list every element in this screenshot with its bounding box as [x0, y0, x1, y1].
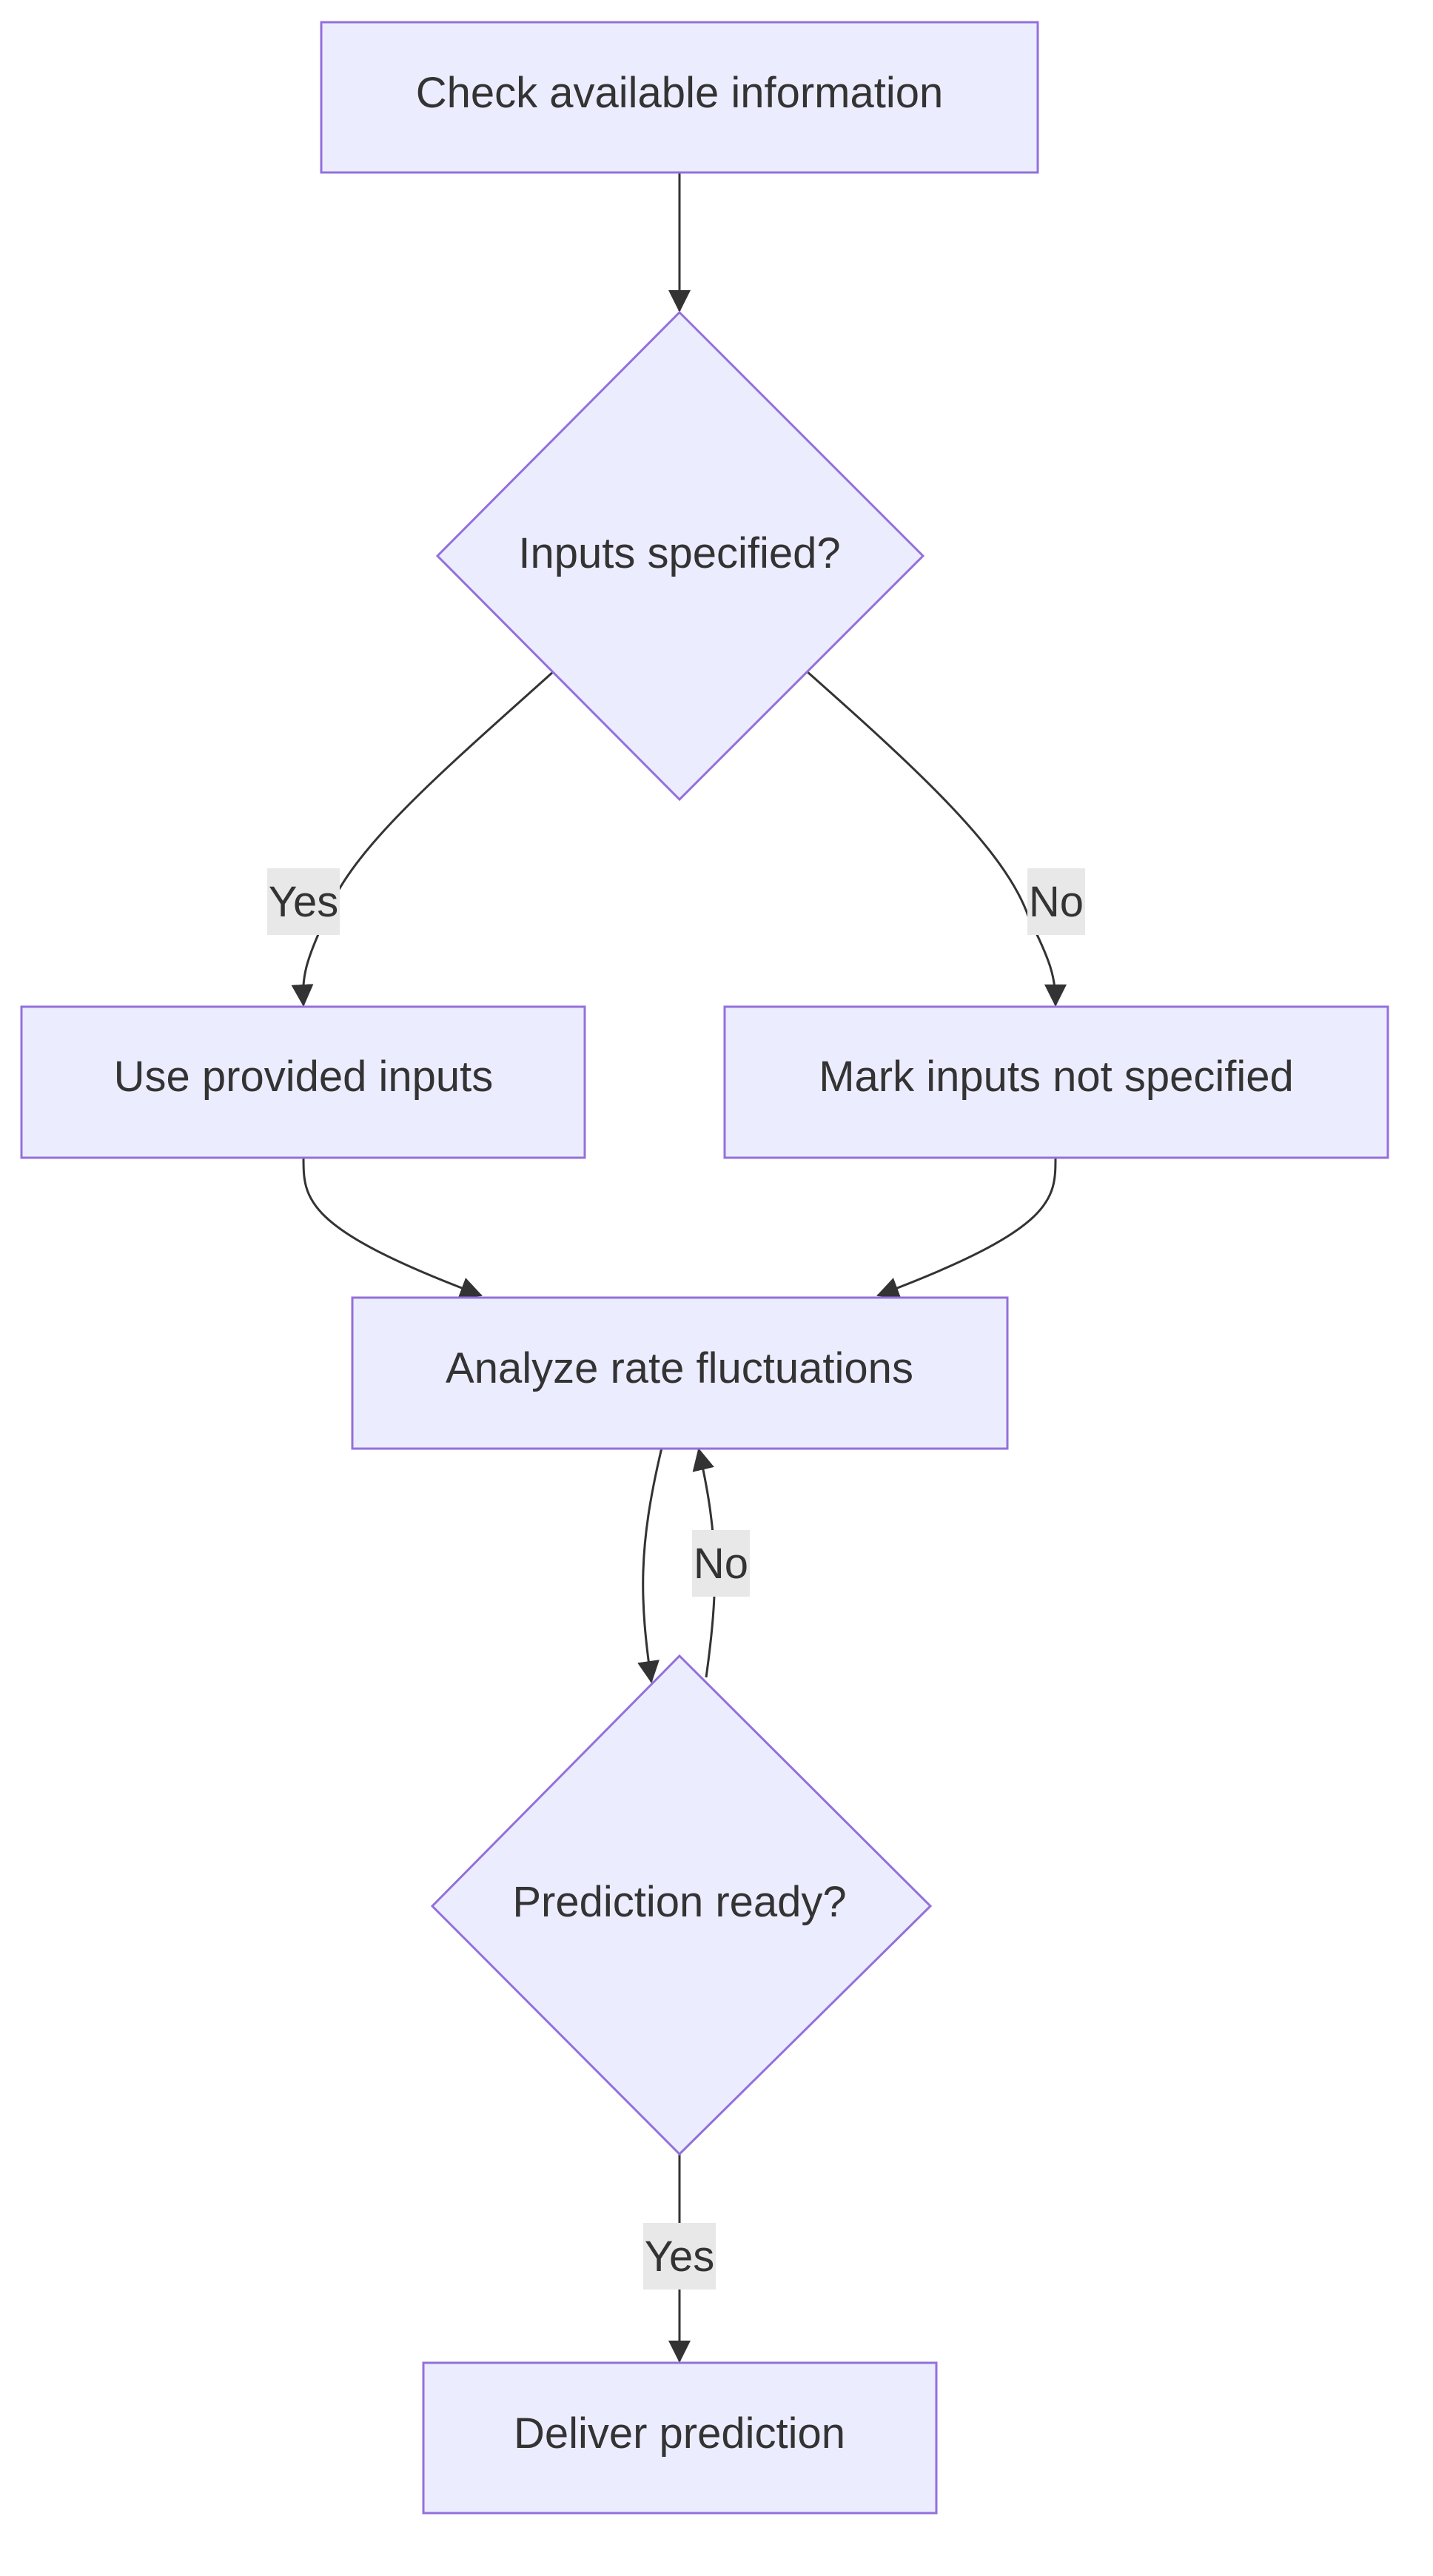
- edge-label-inputs-no: No: [1027, 868, 1085, 935]
- node-label: Prediction ready?: [512, 1878, 846, 1926]
- node-label: Analyze rate fluctuations: [446, 1344, 913, 1392]
- edge-analyze-to-ready: [637, 1447, 663, 1683]
- node-mark-inputs: Mark inputs not specified: [723, 1005, 1389, 1159]
- edge-label-inputs-yes: Yes: [267, 868, 340, 935]
- nodes: Check available information Inputs speci…: [20, 21, 1389, 2515]
- edge-label-ready-no: No: [692, 1530, 750, 1597]
- node-inputs-specified: Inputs specified?: [435, 310, 925, 802]
- edge-inputs-no: [806, 670, 1067, 1007]
- node-label: Inputs specified?: [518, 529, 840, 577]
- edge-mark-to-analyze: [876, 1156, 1057, 1299]
- edge-labels: Yes No No Yes: [267, 868, 1085, 2290]
- edge-label-ready-yes: Yes: [643, 2223, 716, 2290]
- node-label: Mark inputs not specified: [819, 1053, 1294, 1101]
- edge-label-text: Yes: [645, 2233, 715, 2281]
- node-use-inputs: Use provided inputs: [20, 1005, 586, 1159]
- edge-label-text: Yes: [269, 878, 339, 926]
- node-deliver: Deliver prediction: [422, 2361, 938, 2515]
- edge-label-text: No: [694, 1540, 748, 1588]
- edges: [291, 172, 1067, 2363]
- node-analyze: Analyze rate fluctuations: [351, 1296, 1009, 1450]
- edge-label-text: No: [1029, 878, 1084, 926]
- node-label: Deliver prediction: [514, 2409, 845, 2458]
- node-prediction-ready: Prediction ready?: [430, 1654, 933, 2156]
- node-check-info: Check available information: [320, 21, 1039, 174]
- node-label: Check available information: [416, 69, 943, 117]
- edge-use-to-analyze: [302, 1156, 483, 1299]
- edge-inputs-yes: [291, 670, 555, 1007]
- node-label: Use provided inputs: [114, 1053, 494, 1101]
